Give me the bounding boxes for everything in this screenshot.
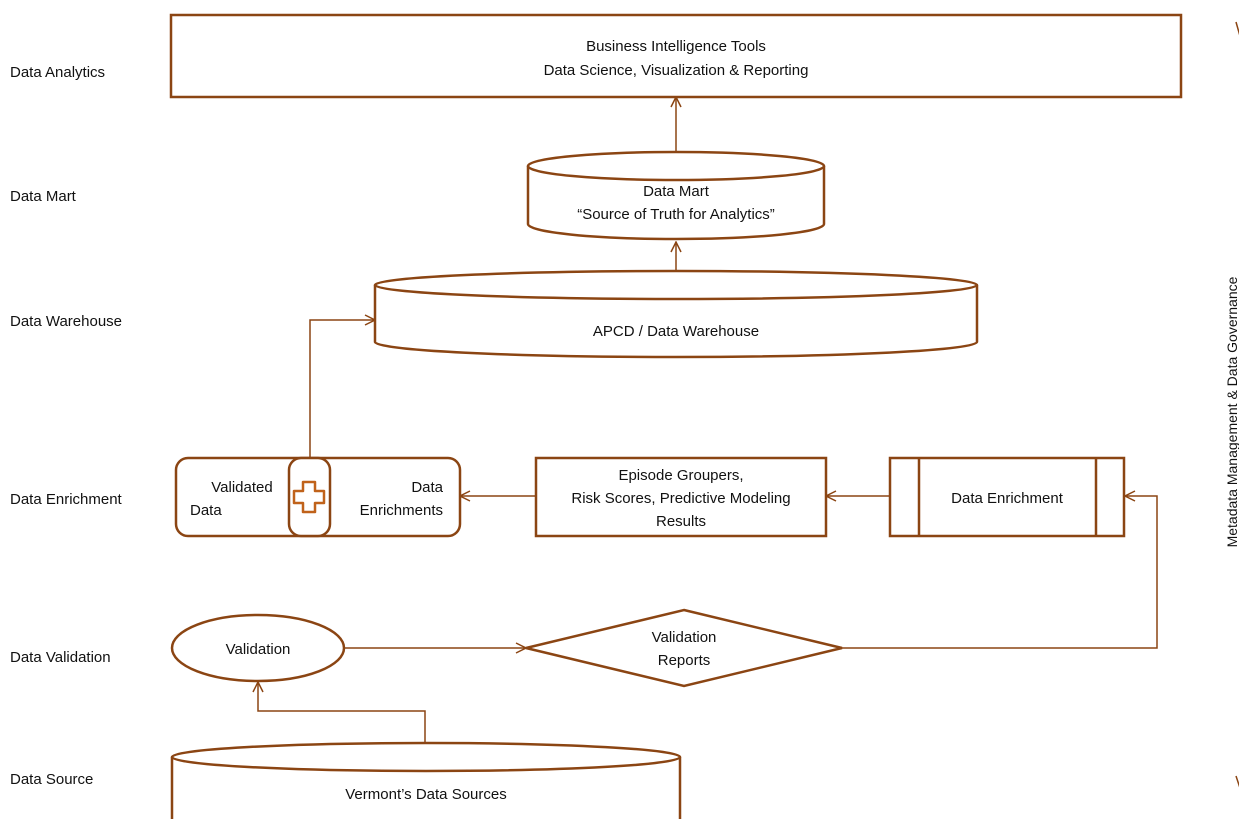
validation-reports-diamond bbox=[525, 608, 843, 688]
validation-label: Validation bbox=[226, 641, 291, 658]
bi-tools-subtitle: Data Science, Visualization & Reporting bbox=[544, 62, 809, 79]
layer-label-data-source: Data Source bbox=[10, 771, 94, 788]
data-mart-cylinder bbox=[526, 150, 826, 241]
enrichment-process-label: Data Enrichment bbox=[951, 490, 1064, 507]
governance-side-label: Metadata Management & Data Governance bbox=[1224, 276, 1239, 548]
data-sources-cylinder bbox=[170, 741, 682, 819]
bi-tools-title: Business Intelligence Tools bbox=[586, 38, 766, 55]
validation-reports-line2: Reports bbox=[658, 652, 711, 669]
layer-label-data-validation: Data Validation bbox=[10, 649, 111, 666]
validated-data-line1: Validated bbox=[211, 479, 272, 496]
layer-label-data-enrichment: Data Enrichment bbox=[10, 491, 122, 508]
validation-reports-line1: Validation bbox=[652, 629, 717, 646]
enrichment-results-line3: Results bbox=[656, 513, 706, 530]
enrichments-line2: Enrichments bbox=[360, 502, 443, 519]
data-mart-title: Data Mart bbox=[643, 183, 710, 200]
enrichment-process-box bbox=[888, 456, 1126, 538]
arrow-validated-to-warehouse bbox=[309, 320, 375, 460]
enrichment-results-box bbox=[534, 456, 828, 538]
warehouse-label: APCD / Data Warehouse bbox=[593, 323, 759, 340]
layer-label-data-analytics: Data Analytics bbox=[10, 64, 106, 81]
arrow-sources-to-validation bbox=[258, 682, 426, 742]
arrow-reports-to-enrichment bbox=[842, 496, 1158, 649]
data-mart-subtitle: “Source of Truth for Analytics” bbox=[577, 206, 775, 223]
enrichment-results-line2: Risk Scores, Predictive Modeling bbox=[571, 490, 790, 507]
validated-data-line2: Data bbox=[190, 502, 222, 519]
layer-label-data-warehouse: Data Warehouse bbox=[10, 313, 123, 330]
enrichments-line1: Data bbox=[411, 479, 443, 496]
enrichment-results-line1: Episode Groupers, bbox=[618, 467, 743, 484]
layer-label-data-mart: Data Mart bbox=[10, 188, 76, 205]
data-sources-label: Vermont’s Data Sources bbox=[345, 786, 506, 803]
validation-ellipse bbox=[170, 613, 346, 683]
governance-bracket-top bbox=[1235, 21, 1239, 36]
governance-bracket-bottom bbox=[1235, 775, 1239, 788]
plus-icon bbox=[292, 480, 326, 514]
bi-tools-box bbox=[169, 13, 1183, 99]
warehouse-cylinder bbox=[373, 269, 979, 359]
